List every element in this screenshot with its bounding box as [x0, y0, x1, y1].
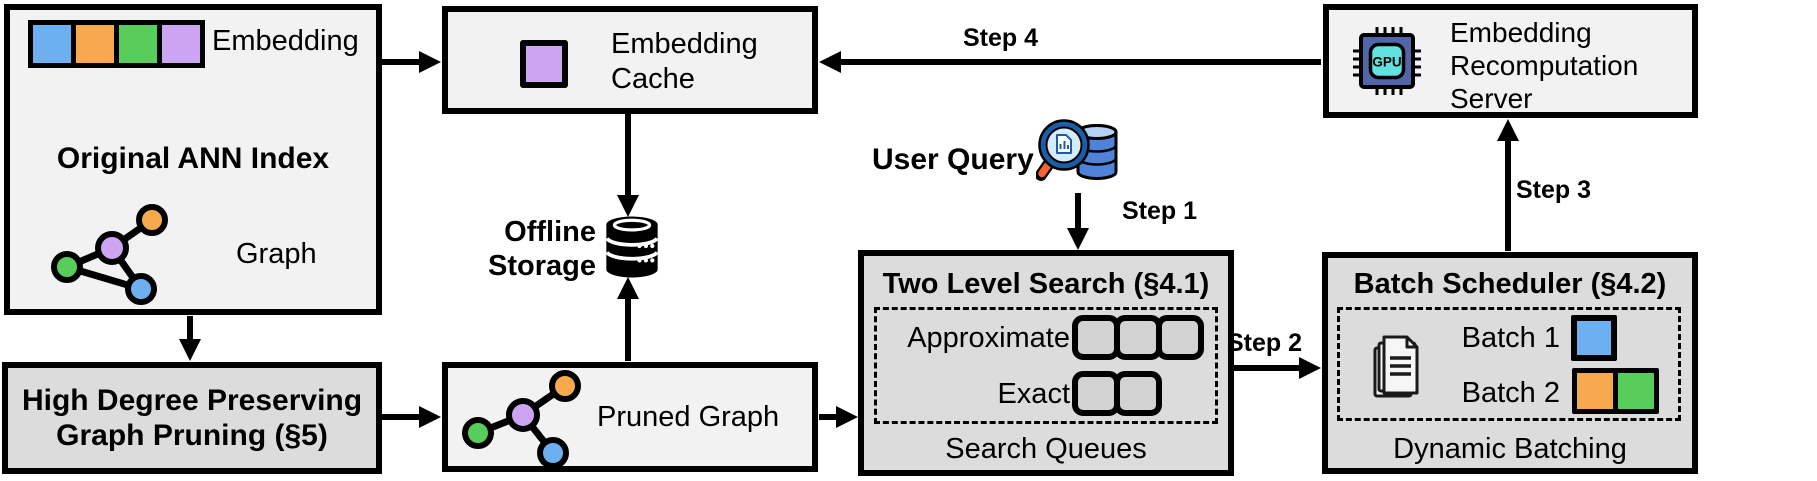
pruned-graph-icon — [462, 370, 581, 468]
ann-index-title: Original ANN Index — [56, 142, 330, 175]
two-level-search-title: Two Level Search (§4.1) — [882, 268, 1210, 300]
graph-pruning-title: High Degree Preserving Graph Pruning (§5… — [21, 384, 363, 452]
gpu-icon: GPU — [1353, 27, 1421, 95]
graph-node-green — [51, 251, 83, 283]
two-level-search-box — [858, 250, 1234, 476]
gpu-icon-label: GPU — [1372, 55, 1401, 70]
exact-label: Exact — [997, 378, 1070, 410]
documents-icon — [1373, 335, 1419, 398]
step2-label: Step 2 — [1227, 329, 1303, 357]
graph-label: Graph — [236, 238, 317, 270]
queue-cell — [1156, 315, 1204, 360]
embedding-cell-blue — [28, 20, 76, 68]
pruned-graph-label: Pruned Graph — [597, 401, 780, 433]
dynamic-batching-caption: Dynamic Batching — [1393, 433, 1627, 465]
search-queues-caption: Search Queues — [945, 433, 1147, 465]
recomputation-server-title: Embedding Recomputation Server — [1450, 17, 1639, 114]
gpu-chip-core — [1368, 42, 1406, 80]
graph-node-green — [462, 417, 494, 449]
offline-storage-label: Offline Storage — [488, 216, 596, 282]
queue-cell — [1072, 315, 1120, 360]
user-query-label: User Query — [872, 143, 1034, 176]
embedding-vector — [28, 20, 205, 68]
approximate-label: Approximate — [907, 322, 1070, 354]
graph-node-purple — [506, 398, 540, 432]
queue-cell — [1072, 371, 1120, 416]
embedding-cache-box — [442, 6, 818, 114]
exact-queue-cells — [1072, 371, 1162, 416]
approximate-queue-cells — [1072, 315, 1204, 360]
step1-label: Step 1 — [1122, 197, 1198, 225]
batch2-cell-orange — [1572, 368, 1618, 414]
batch1-cell-blue — [1571, 315, 1617, 361]
graph-node-blue — [537, 437, 569, 468]
batch2-label: Batch 2 — [1461, 377, 1560, 409]
dynamic-batching-dashed-box — [1337, 307, 1681, 421]
step4-label: Step 4 — [963, 24, 1039, 52]
queue-cell — [1114, 315, 1162, 360]
pruned-graph-box — [442, 362, 818, 472]
graph-node-orange — [136, 204, 168, 236]
batch-scheduler-title: Batch Scheduler (§4.2) — [1353, 268, 1667, 300]
cached-embedding-cell — [520, 40, 568, 88]
step3-label: Step 3 — [1516, 176, 1592, 204]
embedding-cell-purple — [157, 20, 205, 68]
ann-graph-icon — [51, 204, 168, 305]
embedding-cache-title: Embedding Cache — [611, 28, 758, 95]
embedding-cell-green — [114, 20, 162, 68]
search-queues-dashed-box — [874, 307, 1218, 424]
batch1-label: Batch 1 — [1461, 322, 1560, 354]
graph-node-blue — [125, 273, 157, 305]
query-document-glyph — [1056, 134, 1072, 154]
batch2-cell-green — [1613, 368, 1659, 414]
embedding-cell-orange — [71, 20, 119, 68]
embedding-label: Embedding — [212, 25, 359, 57]
queue-cell — [1114, 371, 1162, 416]
offline-storage-icon — [605, 216, 659, 278]
user-query-icon — [1036, 119, 1118, 181]
batch2-cells — [1572, 368, 1659, 414]
graph-pruning-box: High Degree Preserving Graph Pruning (§5… — [2, 362, 382, 474]
graph-node-orange — [549, 370, 581, 402]
graph-node-purple — [95, 231, 129, 265]
